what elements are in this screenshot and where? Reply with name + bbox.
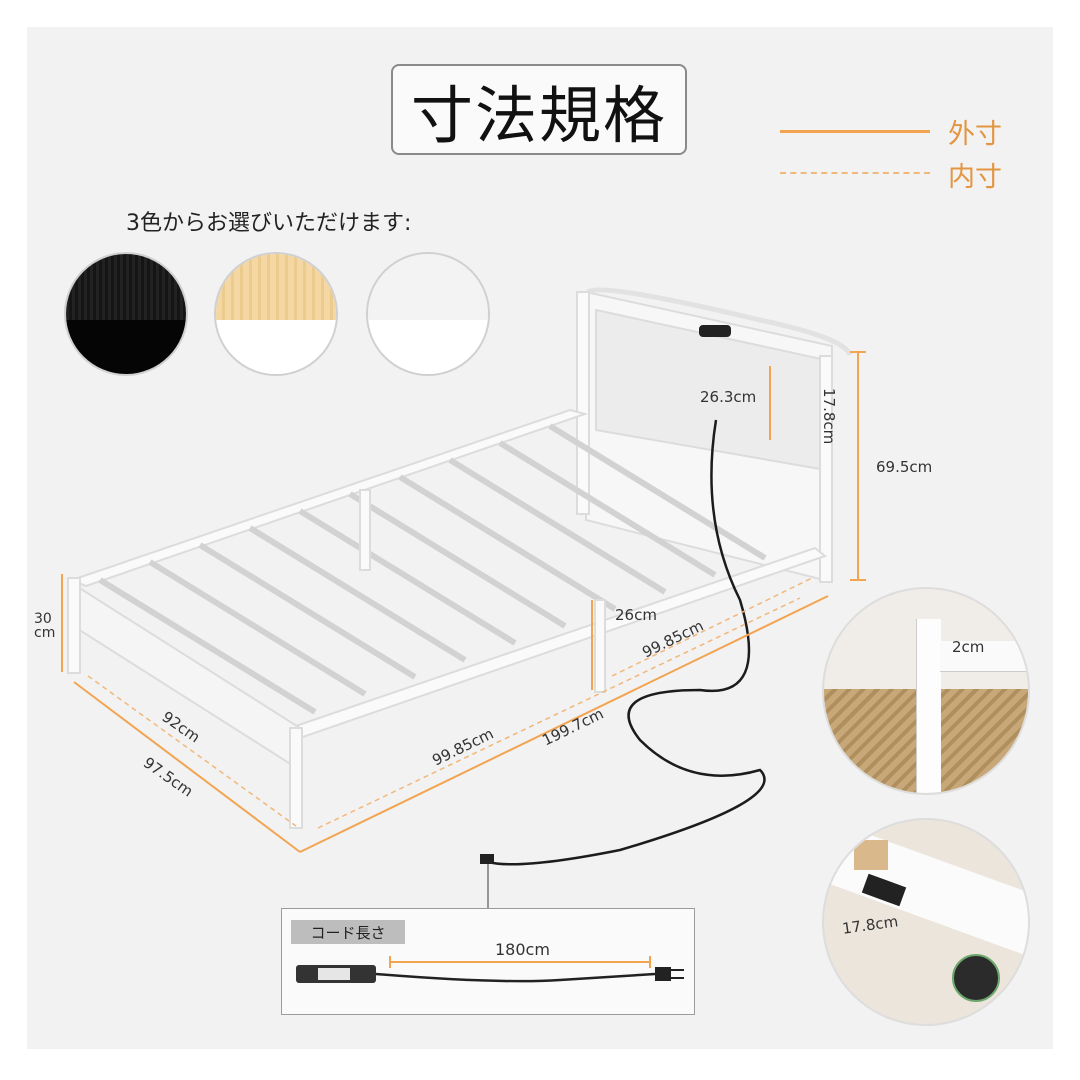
color-swatch-natural[interactable]	[214, 252, 338, 376]
cord-length-value: 180cm	[495, 940, 550, 959]
dim-headboard-panel: 26.3cm	[700, 388, 757, 406]
page-title: 寸法規格	[391, 64, 687, 155]
dim-shelf-depth: 17.8cm	[820, 388, 838, 445]
color-swatch-black[interactable]	[64, 252, 188, 376]
color-swatch-white[interactable]	[366, 252, 490, 376]
dim-under-clearance: 26cm	[615, 606, 657, 624]
dim-total-height: 69.5cm	[876, 458, 933, 476]
outer-dimension-line	[780, 130, 930, 133]
legend-outer-label: 外寸	[948, 119, 1002, 150]
color-options-caption: 3色からお選びいただけます:	[126, 211, 412, 236]
dim-foot-height: 30 cm	[34, 611, 56, 641]
detail-shelf-photo	[822, 818, 1030, 1026]
dim-detail-thickness: 2cm	[952, 638, 985, 656]
detail-rail-photo	[822, 587, 1030, 795]
cord-length-label: コード長さ	[291, 920, 405, 944]
legend-inner-label: 内寸	[948, 162, 1002, 193]
inner-dimension-line	[780, 172, 930, 174]
